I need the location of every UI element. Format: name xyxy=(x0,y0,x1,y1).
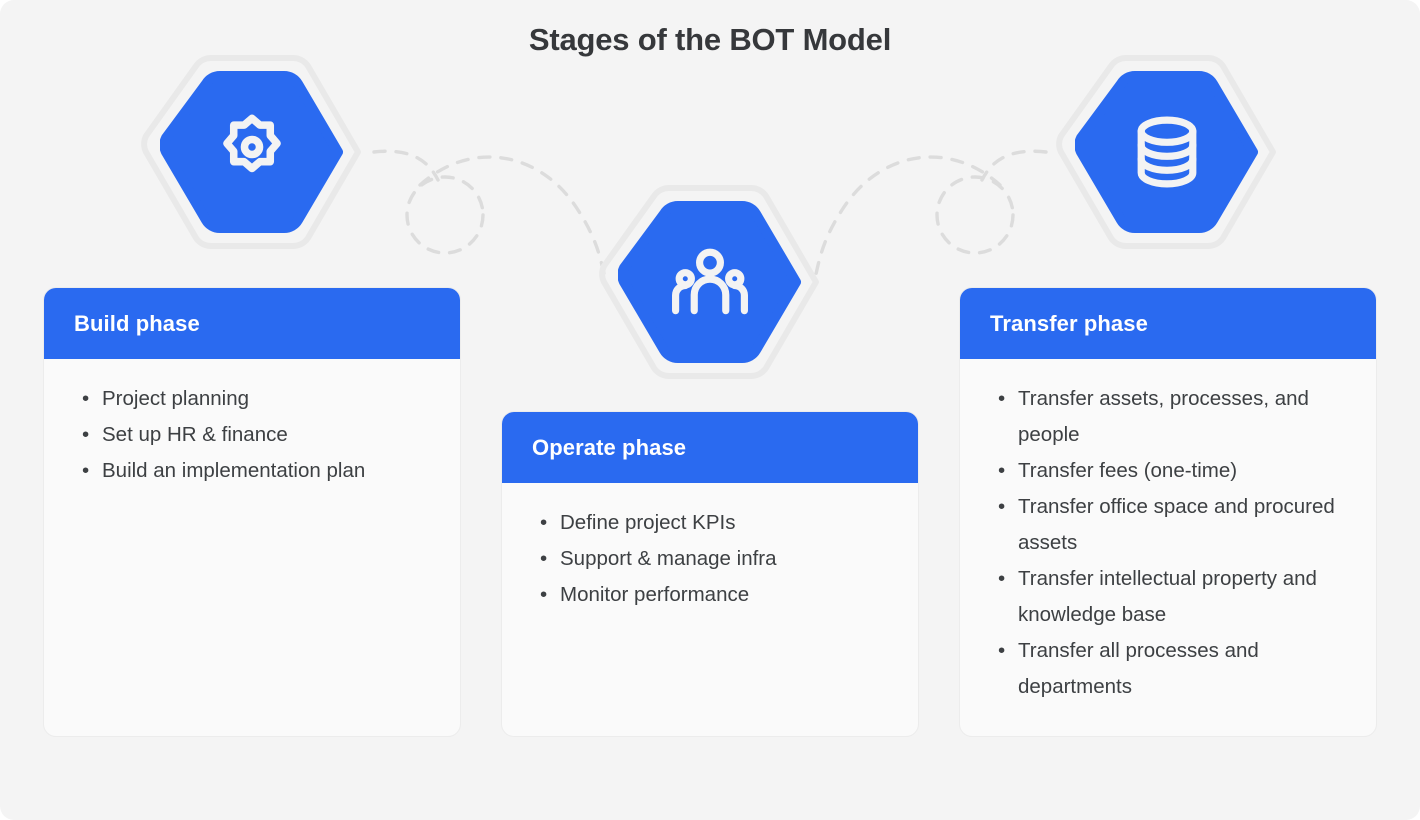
page-title: Stages of the BOT Model xyxy=(528,22,892,57)
list-item: • Transfer all processes and departments xyxy=(986,633,1350,705)
list-item-text: Monitor performance xyxy=(560,583,750,606)
phase-title-transfer: Transfer phase xyxy=(990,310,1148,336)
list-item: • Support & manage infra xyxy=(528,541,892,577)
phase-card-operate[interactable]: Operate phase • Define project KPIs • Su… xyxy=(501,411,919,737)
list-item: • Set up HR & finance xyxy=(70,417,434,453)
bullet-glyph: • xyxy=(540,511,548,534)
hexagon-outline xyxy=(599,185,819,379)
phase-card-header-operate: Operate phase xyxy=(502,412,918,483)
bullet-glyph: • xyxy=(998,387,1006,410)
list-item-text: Define project KPIs xyxy=(560,511,736,534)
phase-title-build: Build phase xyxy=(74,310,200,336)
list-item: • Project planning xyxy=(70,381,434,417)
bullet-glyph: • xyxy=(82,423,90,446)
list-item-text: Support & manage infra xyxy=(560,547,777,570)
list-item-text: Set up HR & finance xyxy=(102,423,288,446)
bullet-glyph: • xyxy=(540,583,548,606)
hexagon-outline xyxy=(141,55,361,249)
phase-title-operate: Operate phase xyxy=(532,434,687,460)
phase-card-header-transfer: Transfer phase xyxy=(960,288,1376,359)
list-item: • Transfer assets, processes, and people xyxy=(986,381,1350,453)
hexagon-outline xyxy=(1056,55,1276,249)
phase-card-body-build: • Project planning • Set up HR & finance… xyxy=(44,359,460,509)
bullet-glyph: • xyxy=(998,639,1006,662)
phase-card-transfer[interactable]: Transfer phase • Transfer assets, proces… xyxy=(959,287,1377,737)
phase-card-body-transfer: • Transfer assets, processes, and people… xyxy=(960,359,1376,725)
bullet-list-operate: • Define project KPIs • Support & manage… xyxy=(528,505,892,613)
bullet-glyph: • xyxy=(82,387,90,410)
bullet-glyph: • xyxy=(540,547,548,570)
list-item-text: Project planning xyxy=(102,387,250,410)
list-item-text: Transfer assets, processes, and people xyxy=(1018,387,1309,446)
bullet-list-build: • Project planning • Set up HR & finance… xyxy=(70,381,434,489)
people-group-icon xyxy=(667,239,753,325)
database-icon xyxy=(1124,109,1210,195)
list-item-text: Transfer fees (one-time) xyxy=(1018,459,1238,482)
hexagon-badge-build xyxy=(128,28,376,276)
phase-card-body-operate: • Define project KPIs • Support & manage… xyxy=(502,483,918,633)
bullet-glyph: • xyxy=(998,459,1006,482)
list-item: • Monitor performance xyxy=(528,577,892,613)
list-item: • Transfer intellectual property and kno… xyxy=(986,561,1350,633)
list-item: • Define project KPIs xyxy=(528,505,892,541)
phase-card-build[interactable]: Build phase • Project planning • Set up … xyxy=(43,287,461,737)
gear-icon xyxy=(209,109,295,195)
list-item-text: Transfer intellectual property and knowl… xyxy=(1018,567,1317,626)
hexagon-badge-transfer xyxy=(1043,28,1291,276)
bullet-list-transfer: • Transfer assets, processes, and people… xyxy=(986,381,1350,705)
list-item-text: Transfer office space and procured asset… xyxy=(1018,495,1335,554)
hexagon-fill xyxy=(1075,71,1258,233)
hexagon-badge-operate xyxy=(586,158,834,406)
list-item: • Transfer fees (one-time) xyxy=(986,453,1350,489)
list-item: • Build an implementation plan xyxy=(70,453,434,489)
bullet-glyph: • xyxy=(82,459,90,482)
bullet-glyph: • xyxy=(998,495,1006,518)
phase-card-header-build: Build phase xyxy=(44,288,460,359)
list-item-text: Build an implementation plan xyxy=(102,459,366,482)
bullet-glyph: • xyxy=(998,567,1006,590)
list-item: • Transfer office space and procured ass… xyxy=(986,489,1350,561)
list-item-text: Transfer all processes and departments xyxy=(1018,639,1259,698)
